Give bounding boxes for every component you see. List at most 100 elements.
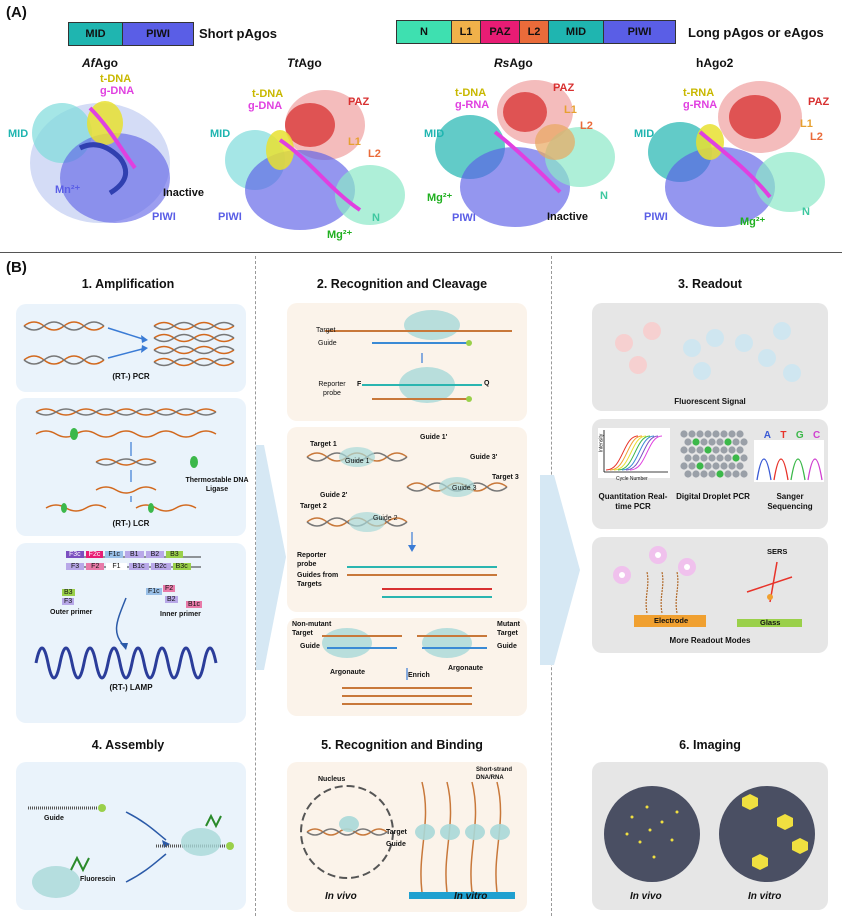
droplet: [720, 446, 728, 454]
domain-mid: MID: [68, 22, 123, 46]
hago2-label-grna: g-RNA: [683, 99, 718, 111]
base-t: T: [780, 430, 787, 441]
section-title-imaging: 6. Imaging: [679, 738, 741, 752]
fluorescent-diagram: [615, 322, 801, 382]
primer-tag-f2: F2: [163, 585, 176, 592]
droplet: [736, 446, 744, 454]
c2-guide3: Guide 3: [452, 485, 477, 492]
c2-guide2: Guide 2: [373, 515, 398, 522]
afago-label-inactive: Inactive: [163, 187, 204, 199]
lcr-caption: (RT-) LCR: [112, 519, 150, 528]
hago2-structure: [648, 81, 825, 227]
pcr-diagram: [23, 321, 235, 367]
sanger-bases: A T G C: [759, 430, 825, 441]
droplet: [740, 454, 748, 462]
qpcr-chart: [598, 428, 670, 478]
qpcr-ylabel: Intensity: [598, 433, 605, 453]
rsago-structure: [435, 80, 615, 227]
c3-guide-left: Guide: [300, 643, 320, 650]
imaging-diagram: [604, 786, 815, 882]
droplet: [740, 470, 748, 478]
panel-divider: [0, 252, 842, 253]
c3-guide-right: Guide: [497, 643, 517, 650]
domain-n: N: [396, 20, 452, 44]
ttago-label-l2: L2: [368, 148, 381, 160]
lamp-seg-b3c: B3c: [172, 563, 191, 570]
hago2-label-l2: L2: [810, 131, 823, 143]
column-separator-left: [255, 256, 256, 916]
pcr-caption: (RT-) PCR: [112, 372, 150, 381]
imaging-in-vivo: In vivo: [630, 891, 662, 902]
c2-target2: Target 2: [300, 503, 327, 510]
droplet: [720, 430, 728, 438]
panel-a-label: (A): [6, 4, 27, 21]
droplet: [724, 438, 732, 446]
c1-guide-label: Guide: [318, 340, 337, 347]
lamp-top-segments: F3c F2c F1c B1 B2 B3: [66, 551, 183, 558]
afago-label-gdna: g-DNA: [100, 85, 135, 97]
droplet: [704, 430, 712, 438]
binding-nucleus-label: Nucleus: [318, 776, 346, 783]
droplet: [692, 454, 700, 462]
rsago-label-l1: L1: [564, 104, 577, 116]
panel-b-label: (B): [6, 259, 27, 276]
rsago-label-l2: L2: [580, 120, 593, 132]
droplet: [680, 446, 688, 454]
protein-title-rsago: RsAgo: [494, 56, 533, 70]
c2-guide3p: Guide 3': [470, 454, 498, 461]
domain-piwi-long: PIWI: [603, 20, 676, 44]
droplet: [736, 430, 744, 438]
rsago-label-tdna: t-DNA: [455, 87, 487, 99]
binding-short-strand-label: Short-strand DNA/RNA: [476, 767, 512, 781]
binding-target-label: Target: [386, 829, 407, 836]
ddpcr-grid: [680, 430, 748, 478]
droplet: [696, 462, 704, 470]
lamp-diagram: [34, 556, 218, 680]
assembly-diagram: [28, 804, 234, 898]
droplet: [728, 462, 736, 470]
droplet: [704, 462, 712, 470]
droplet: [724, 470, 732, 478]
lcr-card: [16, 398, 246, 536]
cleavage-diagram-2: [306, 447, 508, 598]
droplet: [732, 438, 740, 446]
c3-nonmutant: Non-mutant Target: [292, 621, 332, 637]
lamp-seg-b3: B3: [166, 551, 183, 558]
ddpcr-caption: Digital Droplet PCR: [676, 492, 750, 501]
droplet: [716, 470, 724, 478]
glass-label: Glass: [760, 618, 781, 627]
rsago-label-piwi: PIWI: [452, 212, 476, 224]
primer-tag-b1c: B1c: [186, 601, 203, 608]
hago2-label-trna: t-RNA: [683, 87, 715, 99]
droplet: [700, 470, 708, 478]
droplet: [684, 438, 692, 446]
droplet: [688, 430, 696, 438]
rsago-label-paz: PAZ: [553, 82, 575, 94]
lcr-ligase-label: Thermostable DNA Ligase: [185, 477, 249, 493]
inner-primer-label: Inner primer: [160, 611, 201, 618]
lamp-seg-b1c: B1c: [128, 563, 149, 570]
droplet: [704, 446, 712, 454]
fluorescent-caption: Fluorescent Signal: [674, 397, 746, 406]
ttago-label-piwi: PIWI: [218, 211, 242, 223]
domain-mid-long: MID: [548, 20, 604, 44]
droplet: [712, 446, 720, 454]
long-pagos-title: Long pAgos or eAgos: [688, 25, 824, 40]
afago-label-piwi: PIWI: [152, 211, 176, 223]
domain-l1: L1: [451, 20, 481, 44]
afago-label-tdna: t-DNA: [100, 73, 132, 85]
short-pagos-title: Short pAgos: [199, 26, 277, 41]
c1-q-label: Q: [484, 380, 490, 387]
flow-arrow-1: [256, 445, 286, 670]
droplet: [680, 430, 688, 438]
droplet: [732, 454, 740, 462]
ttago-label-l1: L1: [348, 136, 361, 148]
droplet: [688, 462, 696, 470]
c3-argonaute-right: Argonaute: [448, 665, 483, 672]
c1-f-label: F: [357, 381, 362, 388]
binding-in-vivo: In vivo: [325, 891, 357, 902]
hago2-label-paz: PAZ: [808, 96, 830, 108]
ttago-structure: [225, 90, 405, 230]
domain-piwi: PIWI: [122, 22, 194, 46]
ttago-label-mid: MID: [210, 128, 231, 140]
